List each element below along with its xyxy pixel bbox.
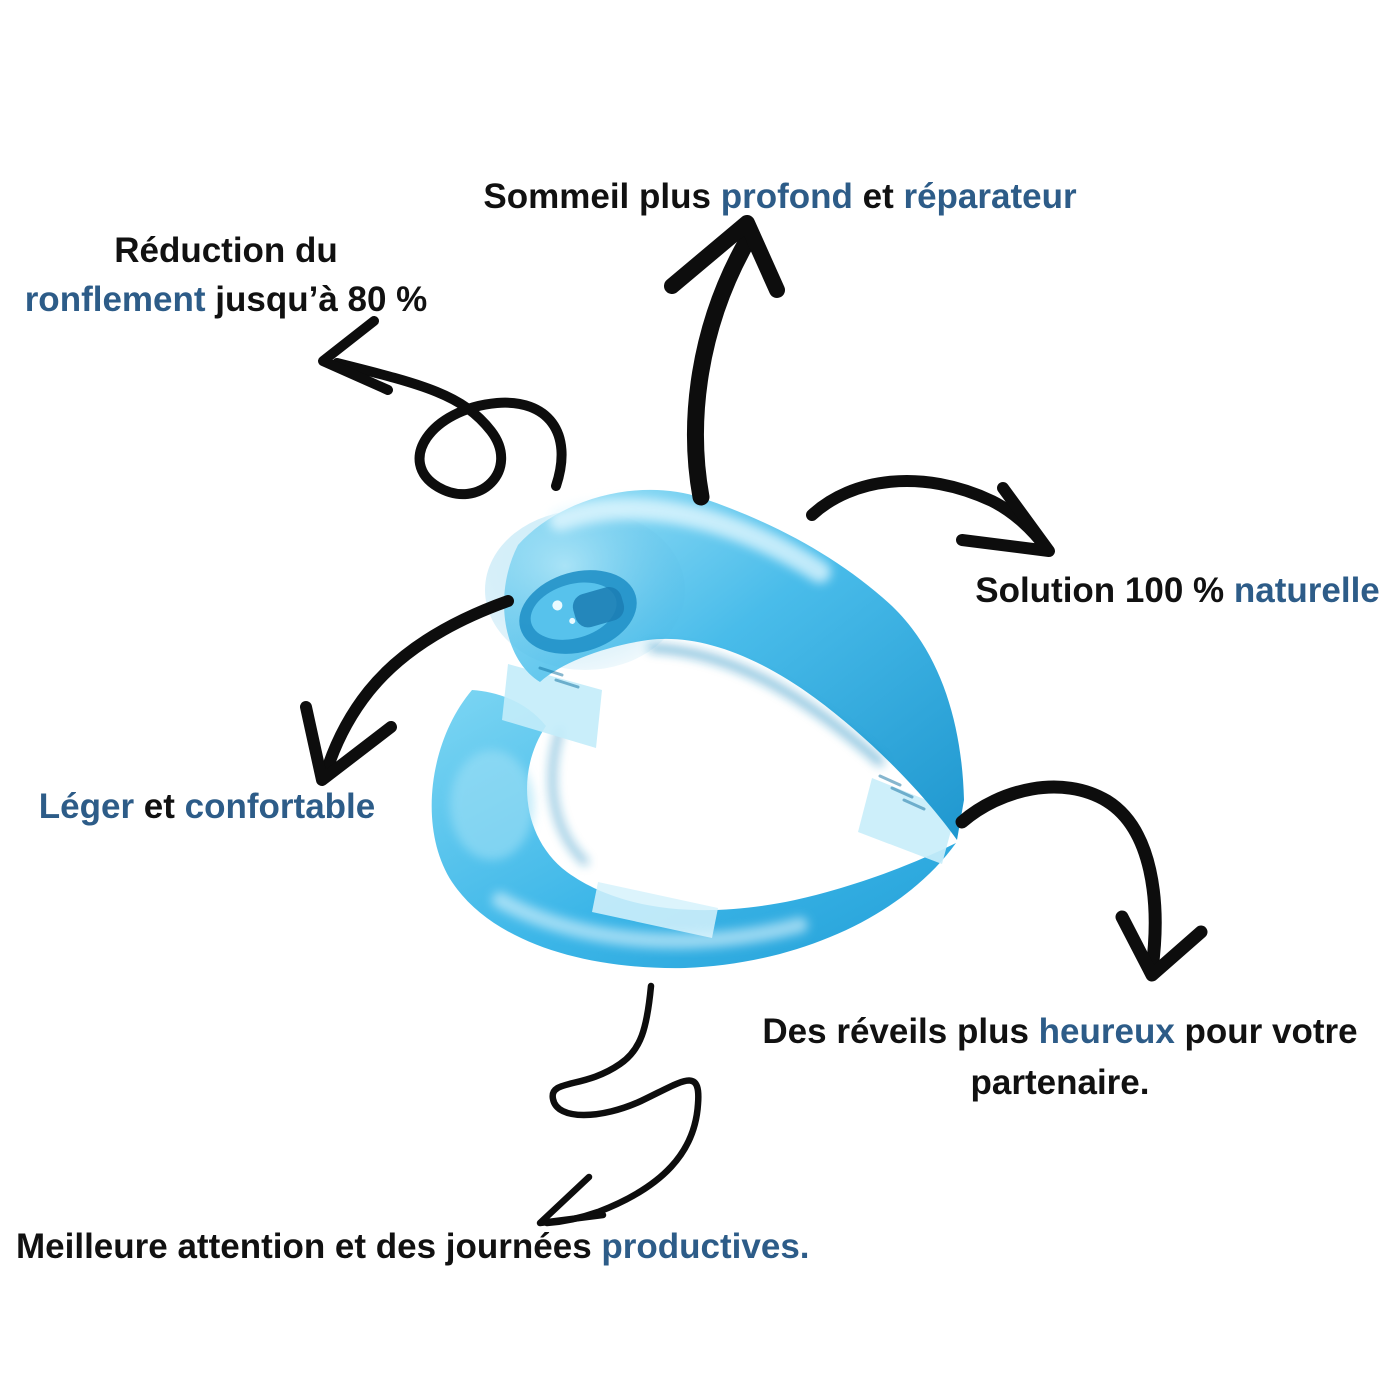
benefit-comfort-label: Léger et confortable	[38, 787, 376, 826]
benefit-natural-highlight: naturelle	[1233, 571, 1380, 610]
device-bottom-ring	[431, 690, 956, 969]
benefit-focus-label: Meilleure attention et des journées prod…	[16, 1227, 810, 1266]
device-ring-slot	[592, 882, 718, 938]
device-ring-sheen	[450, 750, 534, 860]
device-arm-crease	[648, 644, 884, 766]
arrow-to-snoring-benefit	[318, 316, 567, 500]
device-arm-highlight	[549, 498, 831, 583]
device-ring-highlight	[492, 892, 808, 949]
benefit-partner-highlight: heureux	[1038, 1012, 1175, 1051]
benefit-focus-highlight: productives.	[601, 1227, 810, 1266]
product-image	[431, 489, 964, 969]
benefit-sleep-highlight-2: réparateur	[903, 177, 1077, 216]
benefit-snoring-line1: Réduction du	[114, 231, 338, 270]
device-eyelet	[519, 570, 637, 654]
benefit-partner-label: Des réveils plus heureux pour votre part…	[730, 1006, 1390, 1108]
benefit-snoring-highlight: ronflement	[24, 280, 206, 319]
benefit-snoring-label: Réduction du ronflement jusqu’à 80 %	[0, 226, 452, 324]
arrow-to-comfort-benefit	[300, 595, 514, 786]
benefit-snoring-line2: ronflement jusqu’à 80 %	[24, 280, 428, 319]
benefit-natural-label: Solution 100 % naturelle	[975, 571, 1380, 610]
device-serrations	[538, 666, 926, 811]
arrow-to-partner-benefit	[955, 780, 1208, 982]
device-ring-crease	[549, 726, 589, 866]
arrow-to-sleep-benefit	[664, 215, 785, 506]
device-left-band	[502, 664, 602, 748]
benefit-comfort-highlight-2: confortable	[184, 787, 376, 826]
benefit-comfort-highlight-1: Léger	[38, 787, 135, 826]
arrow-to-natural-benefit	[806, 475, 1055, 557]
benefit-partner-line2: partenaire.	[970, 1063, 1150, 1102]
benefit-sleep-text: Sommeil plus	[483, 177, 721, 216]
arrow-to-focus-benefit	[536, 982, 702, 1227]
benefit-partner-line1: Des réveils plus heureux pour votre	[762, 1012, 1358, 1051]
benefit-sleep-highlight-1: profond	[720, 177, 853, 216]
benefit-sleep-label: Sommeil plus profond et réparateur	[483, 177, 1077, 216]
device-right-band	[858, 778, 956, 864]
